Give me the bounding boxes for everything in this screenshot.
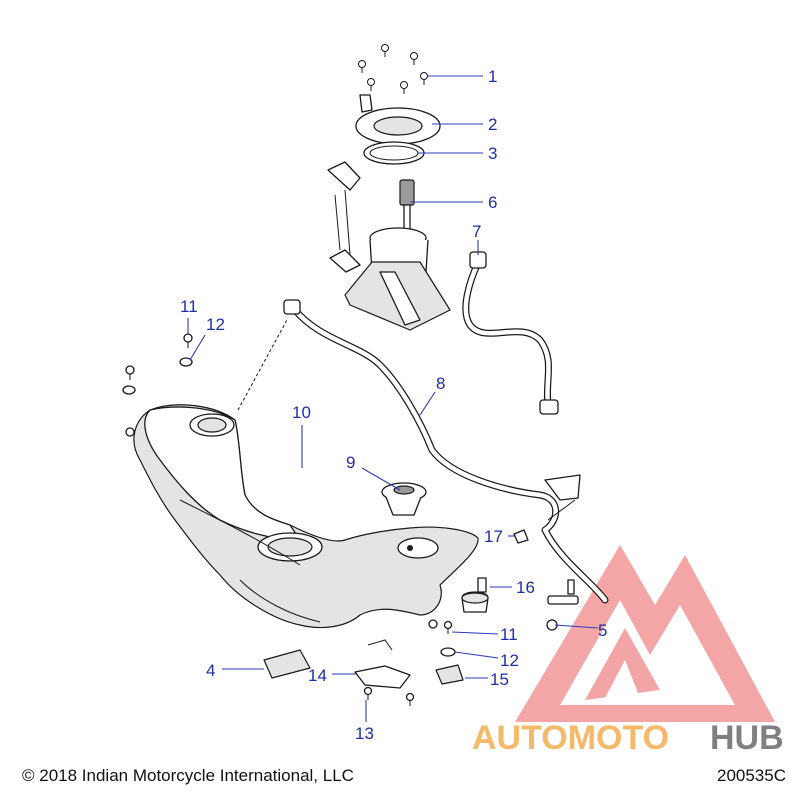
part-screw-washer-lower: [440, 620, 456, 657]
part-bolts-1: [358, 44, 428, 94]
callout-16: 16: [516, 578, 535, 597]
part-cap-flange-9: [381, 482, 427, 516]
automotohub-watermark: AUTOMOTO HUB: [472, 545, 784, 757]
callout-17: 17: [484, 527, 503, 546]
part-connector-5: [546, 579, 579, 631]
part-fuel-pump-6: [327, 161, 451, 331]
part-sensor-16: [461, 577, 489, 613]
part-gasket-3: [363, 141, 425, 165]
callout-11-upper: 11: [180, 297, 198, 316]
part-clip-17: [513, 529, 529, 544]
callout-labels: 1 2 3 6 7 8 10 9 11 12 17 16 5 11 12 15 …: [180, 67, 607, 743]
callout-4: 4: [206, 661, 215, 680]
watermark-brand-gray: HUB: [710, 719, 784, 757]
part-vent-hose-7: [462, 251, 559, 415]
leader-lines: [187, 75, 599, 722]
callout-2: 2: [488, 115, 497, 134]
callout-9: 9: [346, 453, 355, 472]
watermark-brand-orange: AUTOMOTO: [472, 719, 669, 757]
callout-13: 13: [355, 724, 374, 743]
callout-15: 15: [490, 670, 509, 689]
callout-12-upper: 12: [206, 315, 225, 334]
callout-5: 5: [598, 621, 607, 640]
callout-12-lower: 12: [500, 651, 519, 670]
part-screw-washer-upper: [122, 333, 193, 395]
callout-7: 7: [472, 222, 481, 241]
callout-11-lower: 11: [500, 625, 518, 644]
callout-10: 10: [292, 403, 311, 422]
triangle-logo-icon: [515, 545, 775, 722]
callout-8: 8: [436, 374, 445, 393]
callout-14: 14: [308, 666, 327, 685]
tether-dashed-line: [237, 317, 289, 411]
part-pad-15: [435, 664, 464, 685]
diagram-code: 200535C: [716, 766, 786, 785]
copyright-text: © 2018 Indian Motorcycle International, …: [22, 766, 354, 785]
part-fuel-line-8: [283, 299, 609, 604]
part-fuel-tank-10: [125, 404, 479, 629]
callout-1: 1: [488, 67, 497, 86]
part-retainer-ring-2: [355, 94, 441, 145]
part-bracket-14: [354, 665, 415, 706]
callout-6: 6: [488, 193, 497, 212]
callout-3: 3: [488, 144, 497, 163]
part-pad-4: [263, 639, 393, 679]
